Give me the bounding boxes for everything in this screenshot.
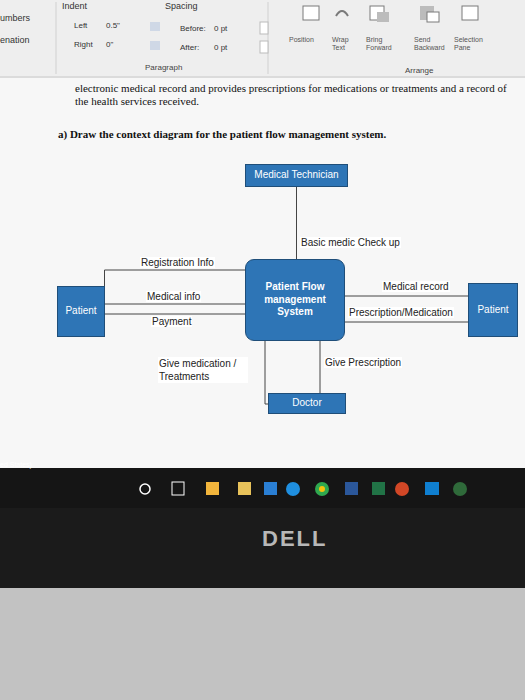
ui-label: Paragraph — [145, 63, 182, 73]
chrome-icon — [315, 482, 329, 496]
ui-label: umbers — [0, 13, 30, 24]
flow-label: Payment — [151, 316, 192, 327]
flow-label: Prescription/Medication — [348, 307, 454, 318]
mail-icon — [264, 482, 277, 495]
ui-label: Right — [74, 40, 93, 50]
excel-icon — [372, 482, 385, 495]
ui-label: enation — [0, 35, 30, 46]
data-flow — [345, 322, 468, 323]
ui-label: 0.5" — [106, 21, 120, 31]
ui-label: 0" — [106, 40, 113, 50]
edge-icon — [286, 482, 300, 496]
spinner — [260, 41, 268, 53]
app-icon — [453, 482, 467, 496]
ui-label: Indent — [62, 1, 87, 12]
data-flow — [296, 187, 297, 259]
ui-label: Send Backward — [414, 36, 456, 53]
document-text: a) Draw the context diagram for the pati… — [58, 128, 386, 141]
word-icon — [345, 482, 358, 495]
external-entity: Patient — [57, 286, 105, 337]
flow-label: Basic medic Check up — [300, 237, 401, 248]
node-text: Patient Flow management System — [256, 281, 334, 319]
ui-label: Selection Pane — [454, 36, 494, 53]
ui-label: Wrap Text — [332, 36, 360, 53]
store-icon — [206, 482, 219, 495]
data-flow — [105, 304, 245, 305]
ribbon-divider — [268, 2, 269, 74]
node-text: Patient — [65, 305, 96, 318]
ui-label: Position — [289, 36, 314, 44]
spin-icon — [150, 22, 160, 31]
ui-label: ed States) — [0, 461, 32, 469]
ui-label: Arrange — [405, 66, 433, 76]
ui-label: Left — [74, 21, 87, 31]
position-icon — [303, 6, 319, 20]
ui-label: After: — [180, 43, 199, 53]
process-box: Patient Flow management System — [245, 259, 345, 341]
flow-label: Registration Info — [140, 257, 215, 268]
data-flow — [345, 296, 468, 297]
flow-label: Give Prescription — [324, 357, 402, 368]
taskbar — [0, 468, 525, 508]
explorer-icon — [238, 482, 251, 495]
ribbon — [0, 0, 525, 78]
powerpoint-icon — [395, 482, 409, 496]
node-text: Medical Technician — [254, 169, 338, 182]
spin-icon — [150, 41, 160, 50]
taskview-icon — [172, 482, 184, 495]
document-page — [0, 78, 525, 468]
flow-label: Medical record — [382, 281, 450, 292]
wrap-icon — [336, 11, 348, 16]
data-flow — [105, 314, 245, 315]
ui-label: Bring Forward — [366, 36, 402, 53]
spinner — [260, 22, 268, 34]
data-flow — [105, 270, 246, 286]
brand-logo: DELL — [262, 526, 327, 552]
flow-label: Give medication / Treatments — [158, 357, 248, 383]
selection-icon — [462, 6, 478, 20]
bring-icon — [377, 12, 389, 22]
ui-label: 0 pt — [214, 43, 227, 53]
data-flow — [320, 341, 321, 393]
ui-label: Before: — [180, 24, 206, 34]
ui-label: 0 pt — [214, 24, 227, 34]
ui-label: Spacing — [165, 1, 198, 12]
start-icon — [140, 484, 150, 494]
monitor-bezel — [0, 508, 525, 588]
external-entity: Patient — [468, 283, 518, 337]
external-entity: Doctor — [268, 393, 346, 414]
outlook-icon — [425, 482, 439, 495]
desk — [0, 588, 525, 700]
ribbon-divider — [56, 2, 57, 74]
node-text: Patient — [477, 304, 508, 317]
node-text: Doctor — [292, 397, 321, 410]
ribbon-edge — [0, 77, 525, 78]
send-icon — [427, 12, 439, 22]
document-text: electronic medical record and provides p… — [75, 82, 520, 108]
external-entity: Medical Technician — [245, 164, 348, 187]
chrome-icon — [319, 486, 325, 492]
flow-label: Medical info — [146, 291, 201, 302]
